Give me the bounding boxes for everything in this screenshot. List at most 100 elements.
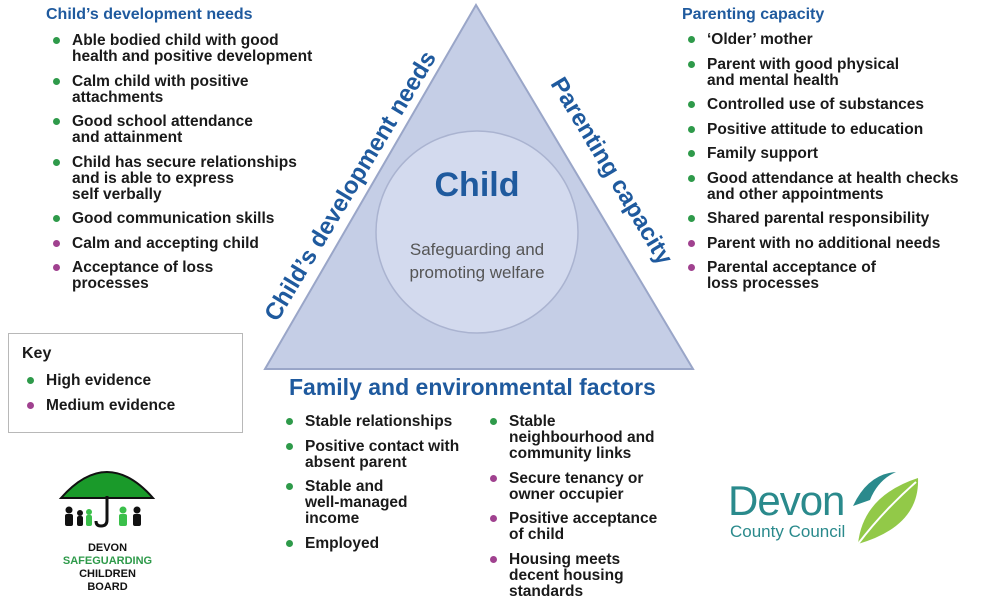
child-development-item: Good communication skills	[48, 211, 328, 227]
umbrella-family-icon	[58, 471, 156, 528]
family-factor-item-text: community links	[509, 445, 632, 462]
family-factor-item-text: absent parent	[305, 453, 407, 471]
medium-evidence-bullet-icon	[53, 264, 60, 271]
parenting-capacity-item-text: Positive attitude to education	[707, 120, 924, 138]
safeguarding-logo-line3: CHILDREN	[79, 568, 136, 580]
child-development-item-text: self verbally	[72, 185, 162, 203]
child-development-item-text: processes	[72, 275, 149, 292]
center-title: Child	[435, 166, 520, 204]
child-development-item-text: and is able to express	[72, 169, 234, 187]
parenting-capacity-item-text: Good attendance at health checks	[707, 169, 959, 187]
family-factor-item-text: Stable	[509, 413, 556, 430]
child-development-item-text: Calm and accepting child	[72, 234, 259, 252]
parenting-capacity-heading: Parenting capacity	[682, 6, 825, 23]
devon-logo-word: Devon	[728, 477, 845, 524]
medium-evidence-bullet-icon	[490, 515, 497, 522]
child-development-item-text: Calm child with positive	[72, 72, 249, 90]
medium-evidence-bullet-icon	[53, 239, 60, 247]
family-factor-item-text: income	[305, 510, 360, 527]
family-factor-item-text: standards	[509, 582, 584, 600]
parenting-capacity-item-text: and other appointments	[707, 185, 884, 203]
family-factor-item-text: Housing meets	[509, 550, 621, 568]
family-factor-item-text: Stable and	[305, 478, 384, 495]
family-factor-item-text: Stable relationships	[305, 413, 453, 430]
parenting-capacity-item: Parent with no additional needs	[683, 234, 978, 252]
child-development-item-text: Good school attendance	[72, 113, 253, 130]
child-development-item-text: Acceptance of loss	[72, 259, 214, 276]
high-evidence-bullet-icon	[688, 174, 695, 182]
child-development-item: Calm and accepting child	[48, 234, 328, 252]
child-development-item-text: Good communication skills	[72, 210, 275, 227]
key-item-text: Medium evidence	[46, 396, 176, 414]
key-item: High evidence	[22, 373, 232, 389]
family-factor-item-text: owner occupier	[509, 485, 624, 503]
parenting-capacity-item-text: Parent with no additional needs	[707, 234, 941, 252]
high-evidence-bullet-icon	[53, 215, 60, 222]
leaf-icon	[853, 472, 919, 545]
high-evidence-bullet-icon	[688, 101, 695, 108]
child-development-item-text: Child has secure relationships	[72, 153, 297, 171]
child-development-item-text: Able bodied child with good	[72, 32, 279, 49]
parenting-capacity-item: ‘Older’ mother	[683, 32, 978, 48]
family-factor-item: Stable relationships	[281, 414, 486, 430]
key-title: Key	[22, 345, 52, 362]
high-evidence-bullet-icon	[490, 418, 497, 425]
high-evidence-bullet-icon	[53, 118, 60, 125]
child-development-heading: Child’s development needs	[46, 6, 253, 23]
center-circle	[375, 130, 579, 334]
center-subtitle-line2: promoting welfare	[409, 263, 544, 282]
family-factor-item-text: Secure tenancy or	[509, 469, 644, 487]
family-factor-item-text: decent housing	[509, 566, 624, 584]
medium-evidence-bullet-icon	[490, 474, 497, 482]
child-development-item-text: and attainment	[72, 129, 183, 146]
parenting-capacity-item: Shared parental responsibility	[683, 211, 978, 227]
high-evidence-bullet-icon	[286, 418, 293, 425]
high-evidence-bullet-icon	[688, 60, 695, 68]
devon-logo-subtitle: County Council	[730, 522, 846, 541]
high-evidence-bullet-icon	[688, 36, 695, 43]
medium-evidence-bullet-icon	[688, 264, 695, 271]
parenting-capacity-item-text: Parent with good physical	[707, 55, 900, 73]
parenting-capacity-item-text: and mental health	[707, 71, 839, 89]
child-development-item-text: attachments	[72, 88, 164, 106]
parenting-capacity-item: Family support	[683, 146, 978, 162]
family-factor-item-text: of child	[509, 526, 565, 543]
high-evidence-bullet-icon	[286, 483, 293, 490]
parenting-capacity-item-text: ‘Older’ mother	[707, 31, 813, 48]
parenting-capacity-item: Controlled use of substances	[683, 97, 978, 113]
high-evidence-bullet-icon	[27, 377, 34, 384]
parenting-capacity-item: Positive attitude to education	[683, 120, 978, 138]
family-factor-item-text: neighbourhood and	[509, 429, 655, 446]
parenting-capacity-item-text: loss processes	[707, 275, 820, 292]
parenting-capacity-item-text: Controlled use of substances	[707, 96, 925, 113]
safeguarding-logo: DEVON SAFEGUARDING CHILDREN BOARD	[55, 450, 160, 600]
high-evidence-bullet-icon	[53, 37, 60, 44]
family-factor-item-text: Positive contact with	[305, 437, 460, 455]
high-evidence-bullet-icon	[286, 442, 293, 450]
family-factor-item-text: well-managed	[305, 494, 408, 511]
safeguarding-logo-line2: SAFEGUARDING	[62, 555, 153, 567]
family-factor-item-text: Positive acceptance	[509, 510, 658, 527]
safeguarding-logo-line4: BOARD	[87, 581, 128, 593]
high-evidence-bullet-icon	[53, 77, 60, 85]
key-item: Medium evidence	[22, 396, 232, 414]
high-evidence-bullet-icon	[53, 158, 60, 166]
parenting-capacity-item-text: Shared parental responsibility	[707, 210, 930, 227]
